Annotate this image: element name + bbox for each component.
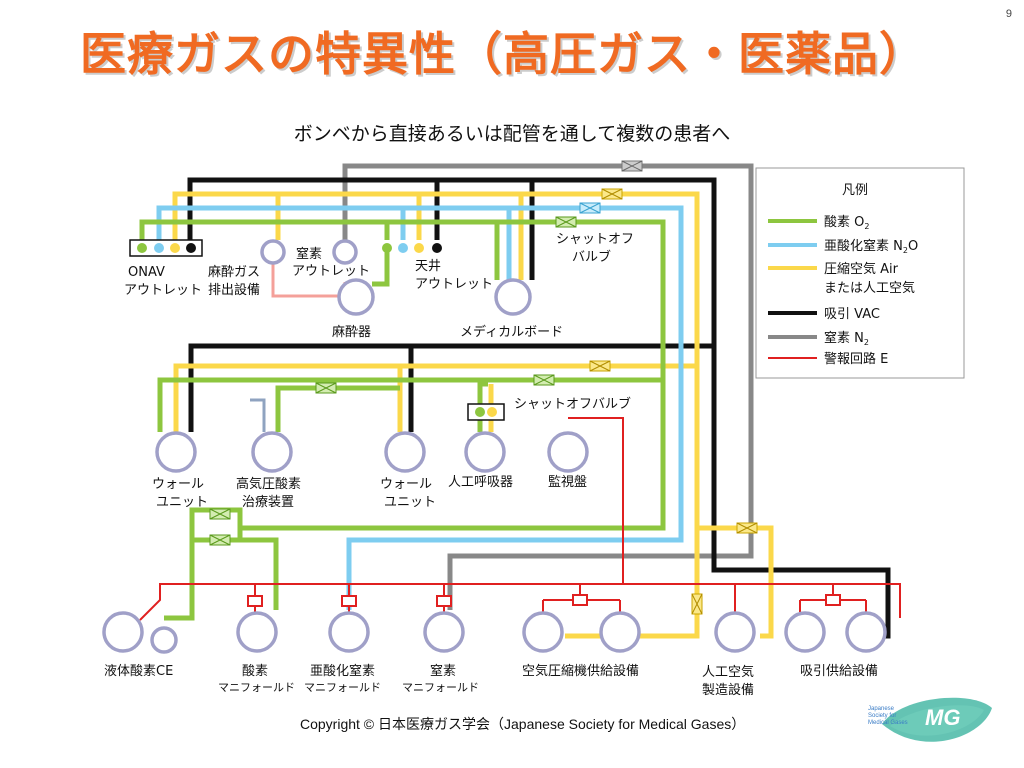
label-n2-manifold-1: 窒素	[430, 663, 456, 679]
ceiling-outlet	[382, 243, 442, 253]
label-exhaust-2: 排出設備	[208, 282, 260, 298]
valve-icon	[533, 374, 555, 386]
label-o2-manifold-1: 酸素	[242, 664, 268, 679]
onav-outlet	[129, 239, 203, 257]
label-anesthesia: 麻酔器	[332, 325, 371, 340]
label-synthetic-air-2: 製造設備	[702, 682, 754, 698]
legend-air-line2: または人工空気	[824, 280, 915, 296]
legend-nitrogen: 窒素 N2	[824, 330, 869, 347]
label-n2o-manifold-2: マニフォールド	[304, 681, 381, 694]
legend-air: 圧縮空気 Air	[824, 261, 899, 277]
air-compressor-1	[522, 611, 564, 653]
legend-n2o: 亜酸化窒素 N2O	[824, 238, 918, 255]
legend-title: 凡例	[842, 183, 868, 198]
n2o-pipe-top	[156, 205, 684, 610]
alarm-main	[139, 583, 901, 621]
alarm-switches	[247, 594, 841, 607]
n2-manifold	[423, 611, 465, 653]
alarm-monitor	[568, 417, 624, 584]
ventilator-shutoff-valve	[467, 403, 505, 421]
label-ceiling-1: 天井	[415, 259, 441, 274]
n2o-manifold	[328, 611, 370, 653]
valve-icon	[209, 508, 231, 520]
valve-icon	[589, 360, 611, 372]
lox-small-tank	[150, 626, 178, 654]
label-synthetic-air-1: 人工空気	[702, 664, 754, 680]
valve-icon	[555, 216, 577, 228]
wall-unit-2	[384, 431, 426, 473]
label-n2-outlet-2: アウトレット	[292, 264, 370, 279]
label-shutoff1-1: シャットオフ	[556, 232, 634, 247]
label-onav-1: ONAV	[128, 265, 165, 280]
valve-icon	[315, 382, 337, 394]
page-number: 9	[1005, 8, 1012, 20]
anesthesia-machine	[337, 278, 375, 316]
copyright-text: Copyright © 日本医療ガス学会（Japanese Society fo…	[300, 716, 746, 732]
ventilator	[464, 431, 506, 473]
vacuum-unit-1	[784, 611, 826, 653]
label-shutoff2: シャットオフバルブ	[514, 396, 631, 412]
page-subtitle: ボンベから直接あるいは配管を通して複数の患者へ	[293, 123, 731, 145]
label-wall1-2: ユニット	[156, 495, 208, 510]
oxygen-pipe-manifold	[192, 528, 279, 610]
oxygen-pipe-anesthesia	[372, 248, 390, 287]
label-onav-2: アウトレット	[124, 283, 202, 298]
legend-alarm: 警報回路 E	[824, 351, 888, 367]
label-monitor: 監視盤	[548, 474, 587, 490]
label-o2-manifold-2: マニフォールド	[218, 681, 295, 694]
label-n2o-manifold-1: 亜酸化窒素	[310, 663, 375, 679]
monitor-panel	[547, 431, 589, 473]
nitrogen-outlet	[332, 239, 358, 265]
label-ceiling-2: アウトレット	[415, 277, 493, 292]
label-medical-board: メディカルボード	[460, 324, 563, 340]
o2-manifold	[236, 611, 278, 653]
label-wall2-1: ウォール	[380, 477, 432, 492]
legend: 凡例 酸素 O2 亜酸化窒素 N2O 圧縮空気 Air または人工空気 吸引 V…	[755, 167, 965, 379]
label-hyperbaric-2: 治療装置	[242, 495, 294, 510]
exhaust-unit	[260, 239, 286, 265]
medical-board	[494, 278, 532, 316]
valve-icon	[736, 522, 758, 534]
label-exhaust-1: 麻酔ガス	[208, 265, 260, 280]
label-n2-manifold-2: マニフォールド	[402, 681, 479, 694]
label-ventilator: 人工呼吸器	[448, 475, 513, 490]
air-compressor-2	[599, 611, 641, 653]
vacuum-pipe-mid	[188, 343, 714, 432]
legend-vac: 吸引 VAC	[824, 307, 880, 322]
wall-unit-1	[155, 431, 197, 473]
label-hyperbaric-1: 高気圧酸素	[236, 476, 301, 492]
air-pipe-mid	[173, 363, 697, 432]
jsmg-logo	[882, 697, 992, 742]
label-n2-outlet-1: 窒素	[296, 246, 322, 262]
vacuum-unit-2	[845, 611, 887, 653]
label-air-compressor: 空気圧縮機供給設備	[522, 663, 639, 679]
page-title: 医療ガスの特異性（高圧ガス・医薬品）	[80, 27, 926, 81]
label-wall1-1: ウォール	[152, 477, 204, 492]
valve-icon	[691, 593, 703, 615]
legend-box	[755, 167, 965, 379]
label-wall2-2: ユニット	[384, 495, 436, 510]
nitrogen-pipe	[342, 163, 754, 610]
label-shutoff1-2: バルブ	[572, 249, 611, 265]
vacuum-pipe-top	[187, 177, 891, 639]
hyperbaric-vent	[250, 398, 266, 432]
valve-icon	[601, 188, 623, 200]
lox-tank	[102, 611, 144, 653]
valve-icon	[209, 534, 231, 546]
synthetic-air-unit	[714, 611, 756, 653]
hyperbaric-unit	[251, 431, 293, 473]
valve-icon	[621, 160, 643, 172]
legend-oxygen: 酸素 O2	[824, 215, 869, 231]
valve-icon	[579, 202, 601, 214]
label-vacuum: 吸引供給設備	[800, 663, 878, 679]
oxygen-pipe-drops	[384, 222, 500, 280]
valve-icons	[209, 160, 758, 615]
logo-mark: MG	[925, 705, 961, 730]
label-lox: 液体酸素CE	[104, 664, 173, 679]
